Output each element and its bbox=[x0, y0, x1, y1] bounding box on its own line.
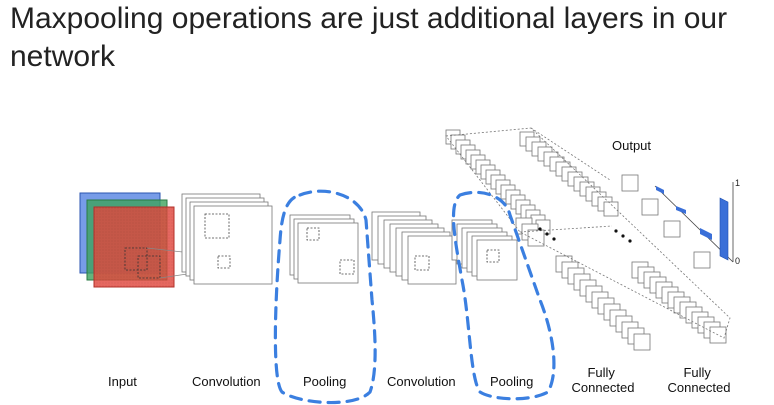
fc-connection-outlines bbox=[445, 127, 731, 339]
label-fc-line2: Connected bbox=[668, 380, 731, 395]
label-fully-connected-1: Fully Connected bbox=[572, 365, 635, 395]
label-pooling-1: Pooling bbox=[303, 374, 346, 389]
fc1-neuron-stacks bbox=[445, 129, 651, 351]
output-probability-bar bbox=[676, 206, 686, 214]
receptive-field-box bbox=[486, 249, 500, 263]
input-image-stack bbox=[79, 192, 175, 288]
conv1-feature-maps bbox=[181, 193, 273, 285]
output-probability-bar bbox=[700, 228, 712, 240]
receptive-field-box bbox=[414, 255, 430, 271]
label-fc-line2: Connected bbox=[572, 380, 635, 395]
output-neuron bbox=[621, 174, 639, 192]
fc2-neuron bbox=[603, 201, 619, 217]
label-fc1-text: Fully bbox=[587, 365, 615, 380]
pool2-feature-maps bbox=[451, 219, 518, 281]
output-layer: 1 0 bbox=[621, 174, 740, 269]
fc1-neuron bbox=[633, 333, 651, 351]
pooling-highlight-2 bbox=[451, 190, 556, 401]
fc2-neuron-stacks bbox=[519, 131, 727, 344]
label-output: Output bbox=[612, 138, 651, 153]
output-scale-top: 1 bbox=[735, 178, 740, 188]
conv1-map bbox=[193, 205, 273, 285]
input-receptive-field bbox=[124, 247, 148, 271]
output-scale-bottom: 0 bbox=[735, 256, 740, 266]
pool1-feature-maps bbox=[289, 214, 359, 284]
label-fully-connected-2: Fully Connected bbox=[668, 365, 731, 395]
fc1-neuron bbox=[527, 229, 545, 247]
receptive-field-box bbox=[217, 255, 231, 269]
output-probability-bar bbox=[656, 186, 664, 194]
output-neuron bbox=[641, 198, 659, 216]
conv2-feature-maps bbox=[371, 211, 457, 285]
output-neuron bbox=[663, 220, 681, 238]
output-neuron bbox=[693, 251, 711, 269]
conv2-map bbox=[407, 235, 457, 285]
slide-title: Maxpooling operations are just additiona… bbox=[10, 2, 728, 73]
pool2-map bbox=[476, 239, 518, 281]
label-fc2-text: Fully bbox=[683, 365, 711, 380]
pool1-map bbox=[297, 222, 359, 284]
label-convolution-2: Convolution bbox=[387, 374, 456, 389]
receptive-field-box bbox=[339, 259, 355, 275]
receptive-field-box bbox=[306, 227, 320, 241]
label-convolution-1: Convolution bbox=[192, 374, 261, 389]
label-input: Input bbox=[108, 374, 137, 389]
label-pooling-2: Pooling bbox=[490, 374, 533, 389]
receptive-field-box bbox=[204, 213, 230, 239]
ellipsis-dots bbox=[538, 227, 632, 243]
pooling-highlight-1 bbox=[273, 189, 377, 405]
output-probability-bar bbox=[719, 197, 729, 261]
